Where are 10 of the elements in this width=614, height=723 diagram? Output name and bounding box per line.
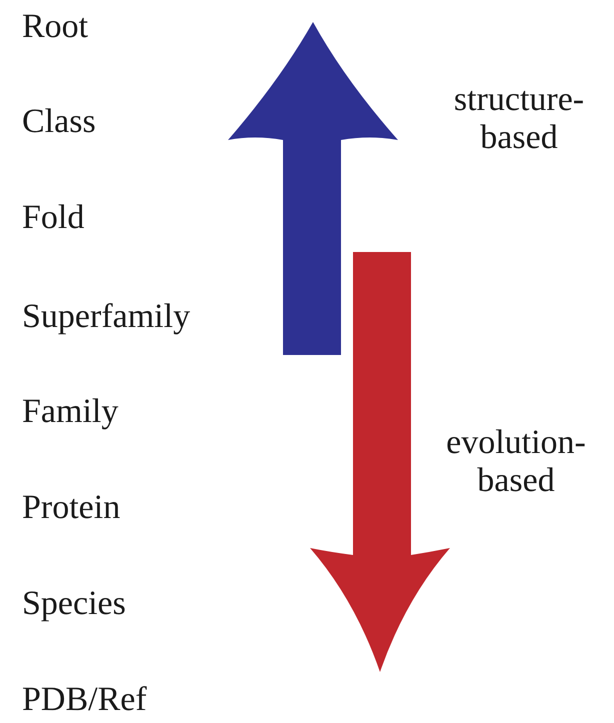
level-label: Superfamily: [22, 298, 190, 336]
level-label: PDB/Ref: [22, 681, 147, 719]
level-label: Root: [22, 8, 88, 46]
level-label: Family: [22, 393, 118, 431]
arrow-caption: structure-based: [452, 81, 586, 157]
arrow-caption: evolution-based: [445, 424, 587, 500]
level-label: Species: [22, 585, 126, 623]
level-label: Class: [22, 103, 96, 141]
level-label: Fold: [22, 199, 84, 237]
level-label: Protein: [22, 489, 120, 527]
